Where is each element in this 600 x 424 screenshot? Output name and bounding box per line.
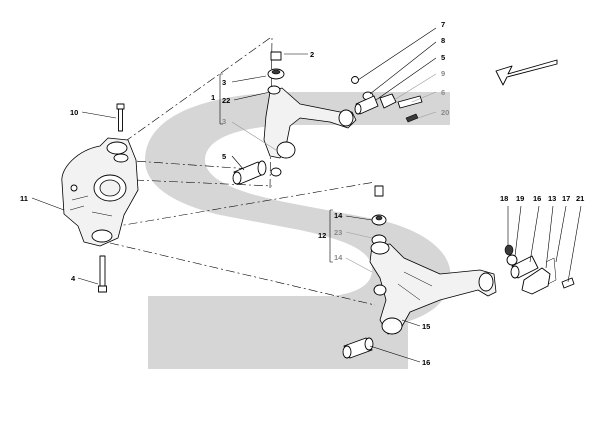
front-arrow-icon	[495, 59, 558, 86]
callout-2: 2	[310, 50, 314, 59]
callout-10: 10	[70, 108, 78, 117]
callout-5: 5	[441, 53, 445, 62]
upper-control-arm	[263, 85, 357, 159]
callout-12: 12	[318, 231, 326, 240]
callout-16-right: 16	[533, 194, 541, 203]
callout-13: 13	[548, 194, 556, 203]
upper-ball-joint	[267, 51, 285, 80]
callout-7: 7	[441, 20, 445, 29]
callout-11: 11	[20, 194, 28, 203]
callout-14-grey: 14	[334, 253, 343, 262]
callout-4: 4	[71, 274, 76, 283]
callout-16: 16	[422, 358, 430, 367]
callout-18: 18	[500, 194, 508, 203]
lower-ball-joint	[371, 185, 387, 246]
callout-5-lower: 5	[222, 152, 226, 161]
bushing-5-lower	[232, 160, 282, 185]
callout-19: 19	[516, 194, 524, 203]
callout-20: 20	[441, 108, 449, 117]
callout-14: 14	[334, 211, 343, 220]
lower-bushing-16	[342, 337, 374, 359]
callout-labels: 2 7 8 5 9 6 20 3 1 22 3 5 10 11 4 14 12 …	[20, 20, 584, 367]
callout-3-grey: 3	[222, 117, 226, 126]
callout-9: 9	[441, 69, 445, 78]
group-brackets	[219, 73, 333, 263]
alignment-lines	[94, 37, 376, 306]
bolt-10	[116, 103, 125, 132]
lower-control-arm	[369, 241, 497, 335]
stabilizer-link-group	[504, 244, 575, 295]
callout-1: 1	[211, 93, 215, 102]
callout-21: 21	[576, 194, 584, 203]
bolt-4	[98, 255, 107, 293]
brand-logo-watermark	[145, 92, 451, 369]
hub-carrier	[61, 137, 139, 247]
callout-6: 6	[441, 88, 445, 97]
callout-15: 15	[422, 322, 430, 331]
callout-22: 22	[222, 96, 230, 105]
callout-23: 23	[334, 228, 342, 237]
callout-3: 3	[222, 78, 226, 87]
callout-17: 17	[562, 194, 570, 203]
callout-8: 8	[441, 36, 445, 45]
leader-lines	[31, 27, 582, 363]
